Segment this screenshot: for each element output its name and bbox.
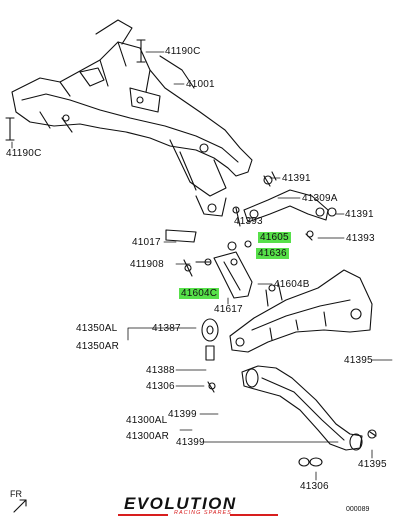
lower-link-icon	[195, 251, 253, 299]
part-label-41350al: 41350AL	[76, 323, 118, 334]
brand-name: EVOLUTION	[124, 494, 237, 513]
part-label-41395: 41395	[344, 355, 373, 366]
part-label-41306: 41306	[300, 481, 329, 492]
diagram-code: 000089	[346, 506, 370, 513]
part-label-41605: 41605	[258, 232, 291, 243]
part-label-41399: 41399	[176, 437, 205, 448]
part-label-41391: 41391	[345, 209, 374, 220]
bushing-icon	[165, 206, 252, 277]
part-label-41604c: 41604C	[179, 288, 220, 299]
part-label-41306: 41306	[146, 381, 175, 392]
part-label-411908: 411908	[130, 259, 164, 270]
part-label-41309a: 41309A	[302, 193, 338, 204]
part-label-41399: 41399	[168, 409, 197, 420]
rear-crossmember-icon	[11, 19, 253, 217]
part-label-41300al: 41300AL	[126, 415, 168, 426]
part-label-41617: 41617	[214, 304, 243, 315]
upper-arm-icon	[243, 171, 337, 241]
part-label-41017: 41017	[132, 237, 161, 248]
part-label-41387: 41387	[152, 323, 181, 334]
part-label-41636: 41636	[256, 248, 289, 259]
part-label-41391: 41391	[282, 173, 311, 184]
part-label-41393: 41393	[346, 233, 375, 244]
part-label-41604b: 41604B	[274, 279, 310, 290]
front-marker: FR	[10, 489, 22, 499]
part-label-41393: 41393	[234, 216, 263, 227]
logo-bar	[230, 514, 278, 516]
part-label-41350ar: 41350AR	[76, 341, 120, 352]
part-label-41001: 41001	[186, 79, 215, 90]
part-label-41388: 41388	[146, 365, 175, 376]
bolt-icon	[5, 39, 146, 141]
front-arrow-icon	[13, 499, 27, 513]
part-label-41190c: 41190C	[6, 148, 42, 159]
leader-lines	[11, 51, 393, 481]
logo-bar	[118, 514, 168, 516]
brand-logo: EVOLUTION RACING SPARES	[118, 494, 278, 518]
bushing-icon	[201, 318, 219, 393]
part-label-41190c: 41190C	[165, 46, 201, 57]
part-label-41395: 41395	[358, 459, 387, 470]
brand-tagline: RACING SPARES	[174, 510, 232, 516]
trailing-arm-icon	[229, 269, 373, 353]
lower-control-arm-icon	[241, 365, 377, 467]
part-label-41300ar: 41300AR	[126, 431, 170, 442]
